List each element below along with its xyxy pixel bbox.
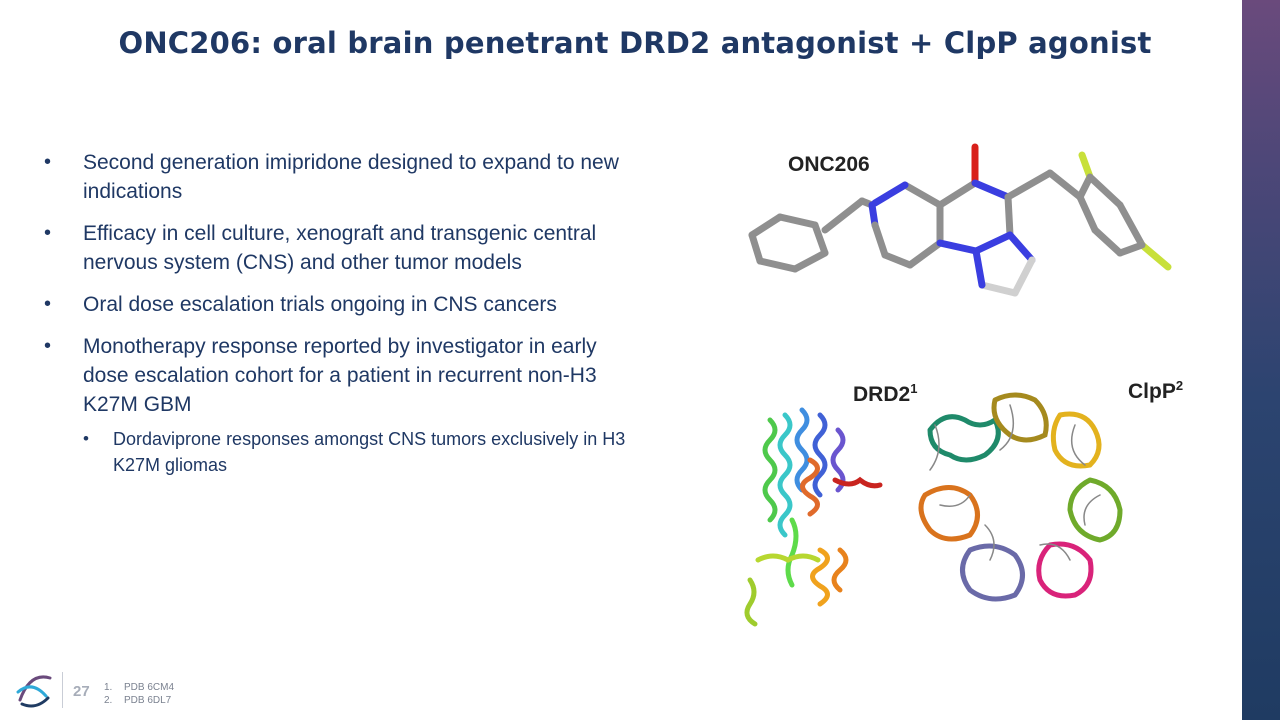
bullet-list: Second generation imipridone designed to… xyxy=(44,148,644,478)
reference-item: 1.PDB 6CM4 xyxy=(104,682,175,693)
references: 1.PDB 6CM4 2.PDB 6DL7 xyxy=(104,681,174,707)
page-number: 27 xyxy=(73,683,90,700)
molecule-label: ONC206 xyxy=(788,153,870,176)
reference-item: 2.PDB 6DL7 xyxy=(104,695,172,706)
bullet-item: Monotherapy response reported by investi… xyxy=(44,332,644,419)
drd2-protein-image xyxy=(744,407,883,627)
company-logo-icon xyxy=(16,675,52,708)
clpp-label: ClpP2 xyxy=(1128,378,1184,403)
slide-title: ONC206: oral brain penetrant DRD2 antago… xyxy=(118,26,1152,60)
drd2-label: DRD21 xyxy=(853,381,918,406)
bullet-item: Second generation imipridone designed to… xyxy=(44,148,644,206)
onc206-molecule-image xyxy=(748,143,1172,297)
footer-divider xyxy=(62,672,63,708)
bullet-item: Efficacy in cell culture, xenograft and … xyxy=(44,219,644,277)
clpp-protein-image xyxy=(918,392,1123,602)
bullet-item: Oral dose escalation trials ongoing in C… xyxy=(44,290,644,319)
sub-bullet-item: Dordaviprone responses amongst CNS tumor… xyxy=(83,426,644,478)
right-accent-bar xyxy=(1242,0,1280,720)
